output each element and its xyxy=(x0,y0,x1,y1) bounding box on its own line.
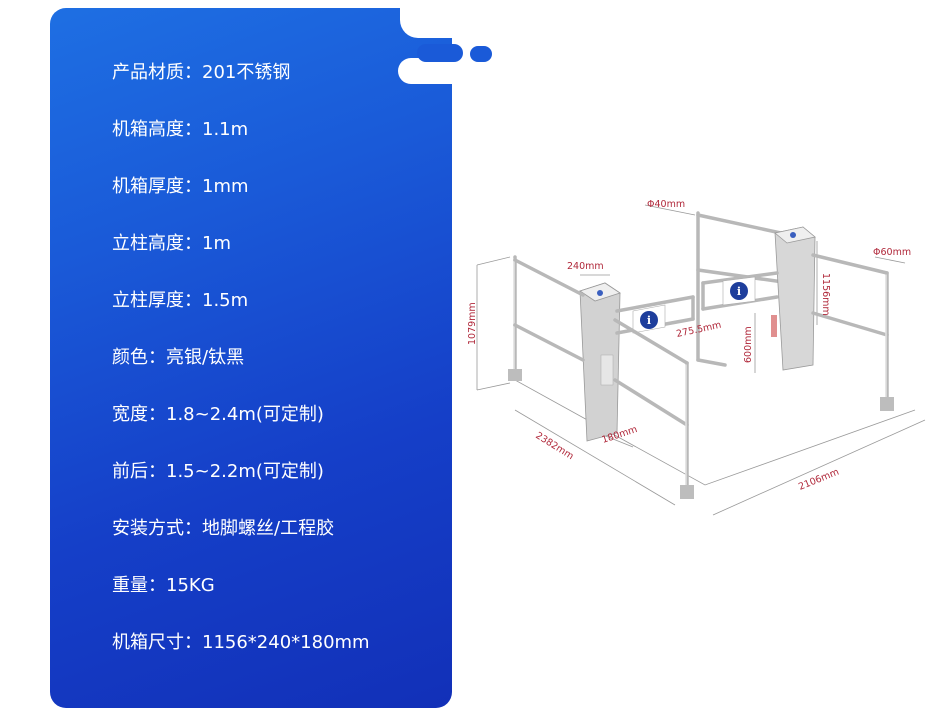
dim-depth-left: 2382mm xyxy=(533,430,575,462)
spec-weight: 重量：15KG xyxy=(112,575,215,596)
svg-text:i: i xyxy=(737,285,741,298)
right-rails xyxy=(811,253,894,411)
right-swing-gate: i xyxy=(701,271,779,311)
dim-gate-height: 600mm xyxy=(743,326,754,363)
spec-list: 产品材质：201不锈钢 机箱高度：1.1m 机箱厚度：1mm 立柱高度：1m 立… xyxy=(112,58,370,685)
spec-panel xyxy=(50,8,452,708)
spec-installation: 安装方式：地脚螺丝/工程胶 xyxy=(112,518,335,539)
spec-post-height: 立柱高度：1m xyxy=(112,233,231,254)
left-frame xyxy=(508,255,694,499)
spec-color: 颜色：亮银/钛黑 xyxy=(112,347,245,368)
panel-notch xyxy=(400,0,480,38)
spec-cabinet-height: 机箱高度：1.1m xyxy=(112,119,249,140)
dim-pole-height: 1079mm xyxy=(467,302,478,345)
left-cabinet xyxy=(579,282,621,442)
dim-pole-left: Φ40mm xyxy=(647,199,685,210)
decor-dot xyxy=(470,46,492,62)
spec-cabinet-thickness: 机箱厚度：1mm xyxy=(112,176,249,197)
dim-cabinet-width: 240mm xyxy=(567,261,604,272)
info-sign-icon xyxy=(640,311,658,329)
decor-pill xyxy=(417,44,463,62)
dim-cabinet-height: 1156mm xyxy=(820,273,831,316)
info-sign-icon xyxy=(730,282,748,300)
dim-pole-right: Φ60mm xyxy=(873,247,911,258)
dimension-lines xyxy=(476,204,926,516)
turnstile-diagram: i i Φ40mm Φ60mm 240mm 1156mm 1079mm 275.… xyxy=(467,199,926,516)
spec-cabinet-size: 机箱尺寸：1156*240*180mm xyxy=(112,632,370,653)
spec-width: 宽度：1.8~2.4m(可定制) xyxy=(112,404,324,425)
spec-material: 产品材质：201不锈钢 xyxy=(112,62,291,83)
spec-depth: 前后：1.5~2.2m(可定制) xyxy=(112,461,324,482)
svg-text:i: i xyxy=(647,314,651,327)
spec-post-thickness: 立柱厚度：1.5m xyxy=(112,290,249,311)
dim-width-total: 2106mm xyxy=(797,467,841,493)
right-cabinet xyxy=(771,226,816,371)
panel-notch-lower xyxy=(398,58,478,84)
